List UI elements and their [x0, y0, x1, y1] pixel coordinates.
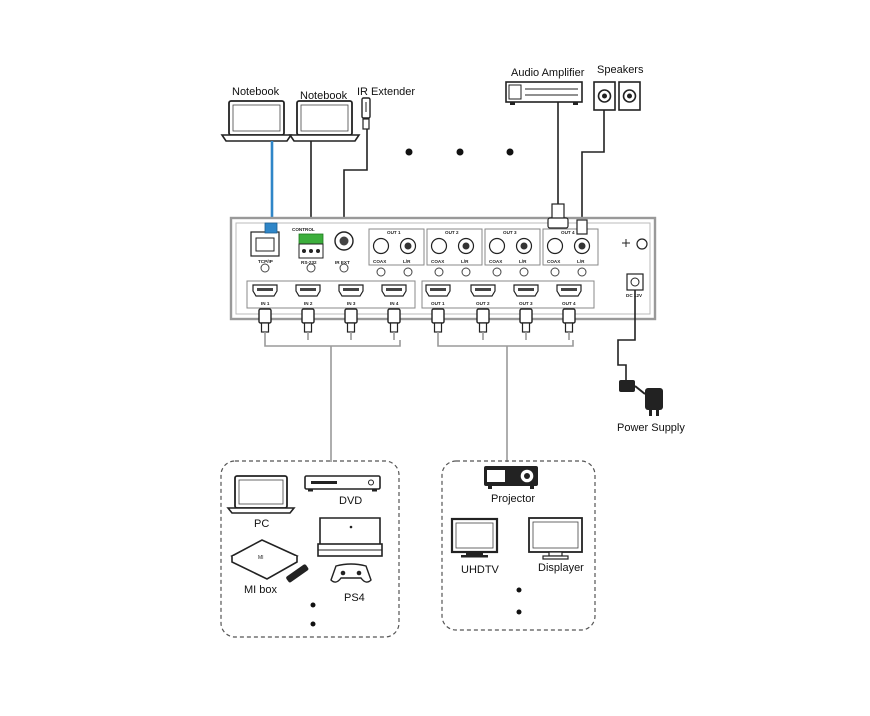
audio-out-4-lr: L/R — [577, 259, 585, 264]
tcp-ip-label: TCP/IP — [258, 259, 273, 264]
uhdtv-icon — [450, 517, 499, 558]
notebook-2-icon — [288, 100, 361, 142]
power-cable — [617, 290, 636, 380]
hdmi-out-3-label: OUT 3 — [519, 301, 533, 306]
hdmi-in-3-label: IN 3 — [347, 301, 356, 306]
speakers-label: Speakers — [597, 64, 644, 76]
dvd-label: DVD — [339, 495, 362, 507]
hdmi-out-2-port-pins — [475, 288, 491, 291]
speaker-cable — [581, 110, 605, 222]
hdmi-in-1-plug — [258, 308, 272, 340]
displayer-icon — [528, 517, 583, 560]
ir-extender-cable — [343, 129, 368, 226]
ir-extender-icon — [361, 97, 371, 130]
audio-out-2 — [426, 228, 483, 277]
ir-extender-label: IR Extender — [357, 86, 415, 98]
hdmi-in-2-port-pins — [300, 288, 316, 291]
audio-out-3-lr: L/R — [519, 259, 527, 264]
more-displays-dots — [516, 587, 522, 615]
hdmi-plugs — [258, 308, 576, 340]
audio-out-4-label: OUT 4 — [561, 230, 575, 235]
audio-amplifier-label: Audio Amplifier — [511, 67, 585, 79]
hdmi-out-4-plug — [562, 308, 576, 340]
hdmi-in-1-port-pins — [257, 288, 273, 291]
hdmi-out-3-port-pins — [518, 288, 534, 291]
notebook-1-icon — [220, 100, 293, 142]
ps4-label: PS4 — [344, 592, 365, 604]
hdmi-out-1-plug — [431, 308, 445, 340]
sources-box — [220, 460, 400, 638]
displayer-label: Displayer — [538, 562, 584, 574]
projector-icon — [484, 466, 538, 489]
input-cable-bundle — [264, 340, 401, 347]
coax-plug — [547, 203, 569, 229]
pc-icon — [226, 475, 296, 514]
speakers-icon — [593, 81, 641, 111]
pc-label: PC — [254, 518, 269, 530]
ir-ext-jack — [334, 231, 354, 273]
mi-box-label: MI box — [244, 584, 278, 596]
more-sources-dots — [310, 602, 316, 627]
tcp-ip-port — [250, 222, 280, 273]
lr-plug — [576, 219, 588, 235]
hdmi-ports — [252, 284, 582, 297]
hdmi-in-4-label: IN 4 — [390, 301, 399, 306]
ground-terminal — [622, 238, 648, 250]
ir-ext-label: IR EXT — [335, 260, 350, 265]
hdmi-out-2-label: OUT 2 — [476, 301, 490, 306]
hdmi-in-2-label: IN 2 — [304, 301, 313, 306]
audio-out-3-coax: COAX — [489, 259, 503, 264]
control-label: CONTROL — [292, 227, 315, 232]
audio-out-2-label: OUT 2 — [445, 230, 459, 235]
audio-out-1 — [368, 228, 425, 277]
projector-label: Projector — [491, 493, 535, 505]
svg-text:MI: MI — [258, 555, 264, 561]
hdmi-in-2-plug — [301, 308, 315, 340]
hdmi-in-3-plug — [344, 308, 358, 340]
notebook-1-label: Notebook — [232, 86, 280, 98]
ps4-icon — [317, 517, 383, 583]
matrix-switch-panel: TCP/IP CONTROL RS-232 IR EXT OU — [229, 203, 657, 321]
hdmi-in-3-port-pins — [343, 288, 359, 291]
hdmi-in-4-port-pins — [386, 288, 402, 291]
audio-out-4 — [542, 228, 599, 277]
audio-out-1-lr: L/R — [403, 259, 411, 264]
audio-out-2-coax: COAX — [431, 259, 445, 264]
audio-out-1-coax: COAX — [373, 259, 387, 264]
audio-out-3 — [484, 228, 541, 277]
rs232-label: RS-232 — [301, 260, 317, 265]
hdmi-out-2-plug — [476, 308, 490, 340]
dvd-icon — [304, 475, 381, 492]
displays-box — [441, 460, 596, 631]
audio-out-2-lr: L/R — [461, 259, 469, 264]
rs232-terminal — [298, 233, 324, 273]
uhdtv-label: UHDTV — [461, 564, 500, 576]
hdmi-out-3-plug — [519, 308, 533, 340]
dc-power-jack — [626, 273, 644, 291]
audio-amplifier-icon — [505, 81, 583, 105]
output-cable-bundle — [437, 340, 574, 347]
hdmi-out-4-port-pins — [561, 288, 577, 291]
hdmi-out-1-port-pins — [430, 288, 446, 291]
audio-out-1-label: OUT 1 — [387, 230, 401, 235]
audio-out-4-coax: COAX — [547, 259, 561, 264]
power-supply-label: Power Supply — [617, 422, 685, 434]
hdmi-in-4-plug — [387, 308, 401, 340]
hdmi-out-1-label: OUT 1 — [431, 301, 445, 306]
audio-out-3-label: OUT 3 — [503, 230, 517, 235]
hdmi-out-4-label: OUT 4 — [562, 301, 576, 306]
hdmi-in-1-label: IN 1 — [261, 301, 270, 306]
power-adapter-icon — [619, 380, 663, 416]
more-devices-dots — [405, 148, 514, 156]
mi-box-icon: MI — [230, 539, 309, 583]
notebook-2-label: Notebook — [300, 90, 348, 102]
